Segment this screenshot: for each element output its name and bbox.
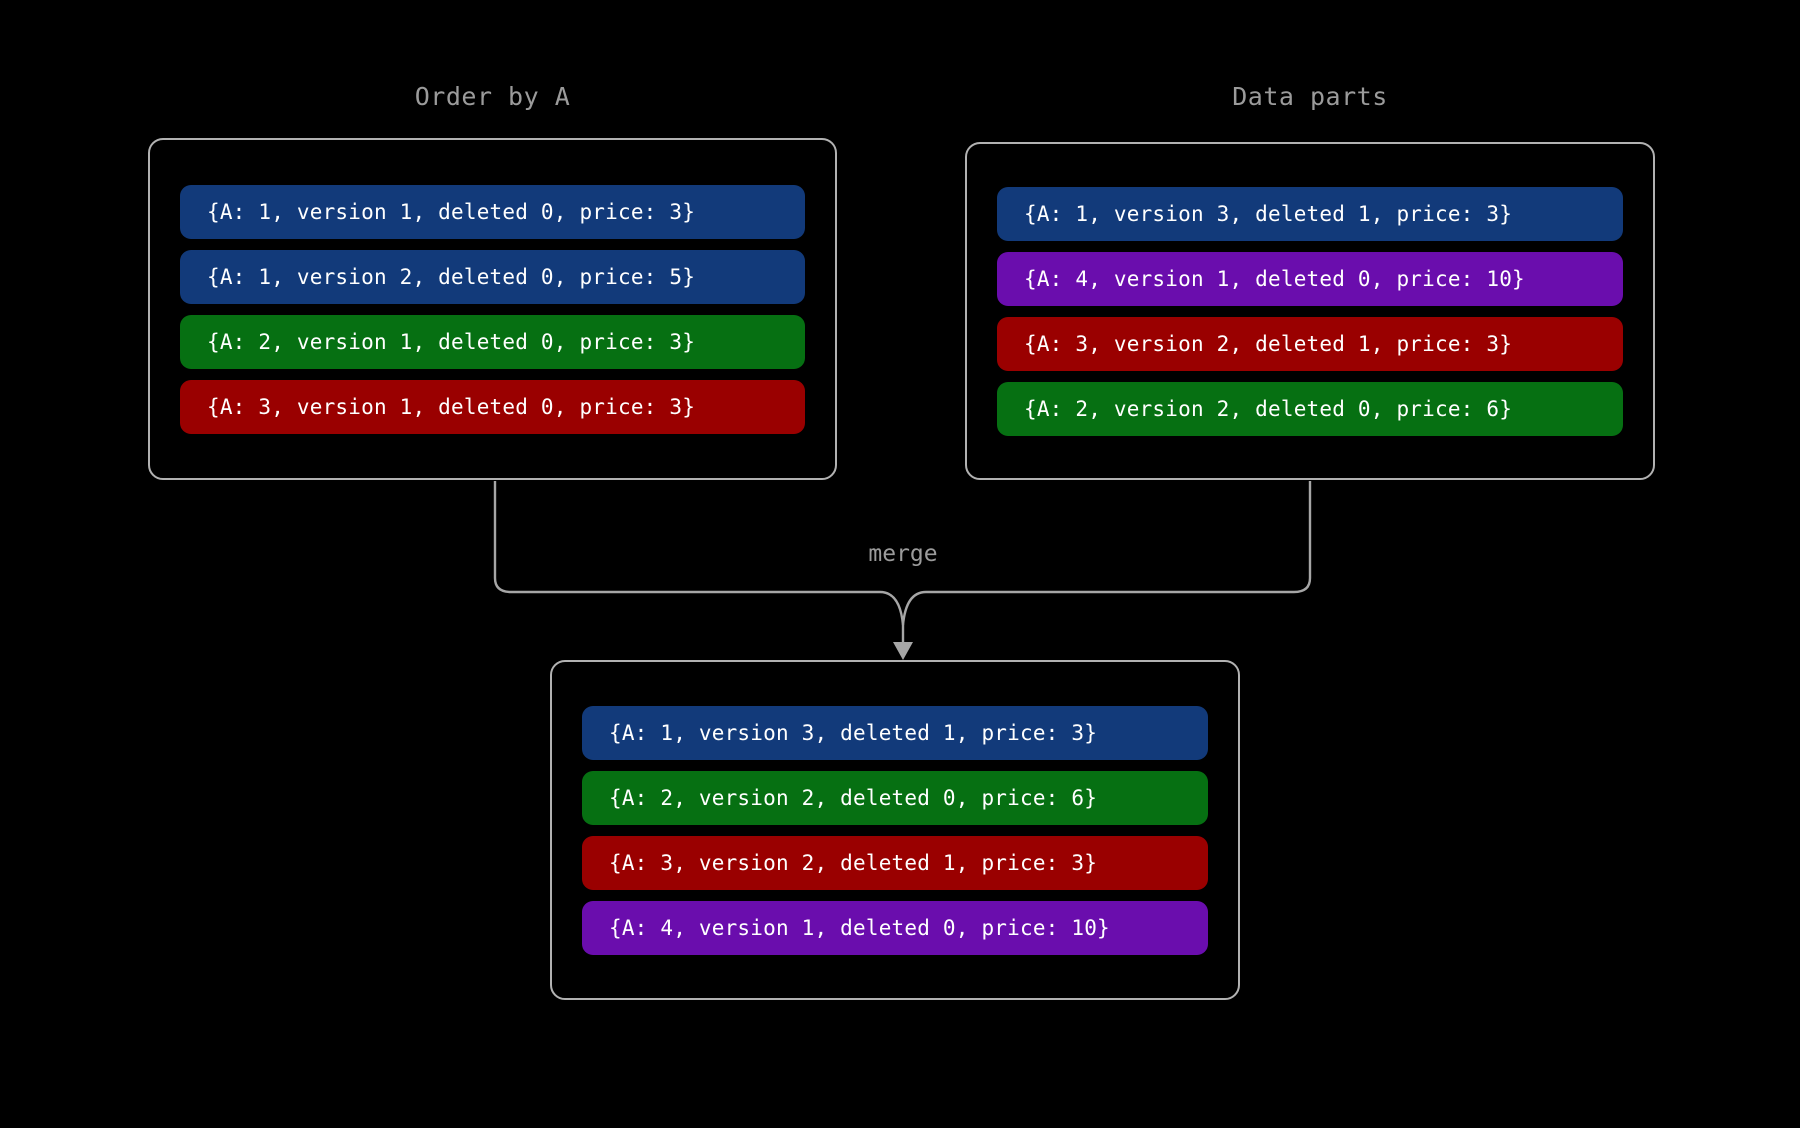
record-row[interactable]: {A: 2, version 2, deleted 0, price: 6}: [997, 381, 1623, 436]
record-row[interactable]: {A: 4, version 1, deleted 0, price: 10}: [582, 900, 1208, 955]
panel-order-by-a: {A: 1, version 1, deleted 0, price: 3} {…: [148, 138, 837, 480]
record-row[interactable]: {A: 2, version 2, deleted 0, price: 6}: [582, 770, 1208, 825]
panel-data-parts: {A: 1, version 3, deleted 1, price: 3} {…: [965, 142, 1655, 480]
record-row[interactable]: {A: 3, version 2, deleted 1, price: 3}: [582, 835, 1208, 890]
record-row[interactable]: {A: 4, version 1, deleted 0, price: 10}: [997, 251, 1623, 306]
panel-title-data-parts: Data parts: [1232, 82, 1388, 111]
record-row[interactable]: {A: 1, version 3, deleted 1, price: 3}: [997, 186, 1623, 241]
record-row[interactable]: {A: 1, version 3, deleted 1, price: 3}: [582, 705, 1208, 760]
panel-merged-result: {A: 1, version 3, deleted 1, price: 3} {…: [550, 660, 1240, 1000]
record-row[interactable]: {A: 3, version 2, deleted 1, price: 3}: [997, 316, 1623, 371]
record-row[interactable]: {A: 1, version 2, deleted 0, price: 5}: [180, 249, 805, 304]
record-row[interactable]: {A: 2, version 1, deleted 0, price: 3}: [180, 314, 805, 369]
merge-label: merge: [868, 541, 938, 567]
panel-title-order-by-a: Order by A: [414, 82, 571, 111]
record-row[interactable]: {A: 3, version 1, deleted 0, price: 3}: [180, 379, 805, 434]
record-row[interactable]: {A: 1, version 1, deleted 0, price: 3}: [180, 184, 805, 239]
arrow-head: [893, 642, 913, 660]
